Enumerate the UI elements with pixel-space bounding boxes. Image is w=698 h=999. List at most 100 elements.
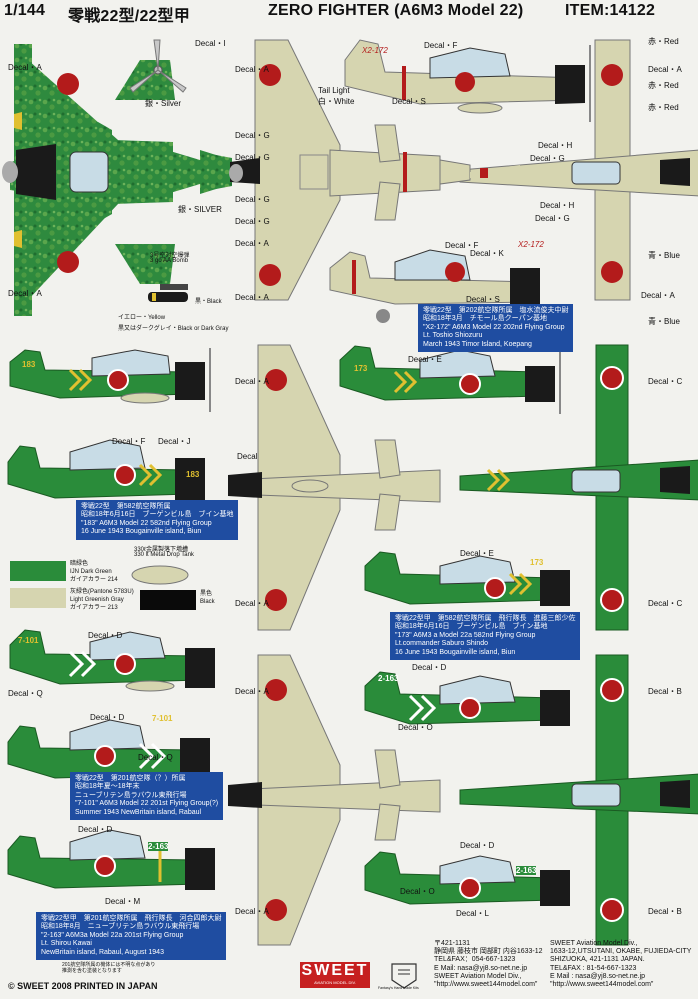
swatch-dark-green: [10, 561, 66, 581]
gray-bottom-view-1: [229, 39, 441, 301]
decal-label: Decal・A: [641, 291, 675, 300]
code-173b: 173: [530, 558, 544, 567]
brand-sub: AVIATION MODEL DIV.: [314, 980, 356, 985]
green-top-view-middle: [459, 344, 698, 631]
footer-line: 〒421-1131: [434, 940, 471, 947]
gray-bottom-view-2: [228, 344, 441, 631]
black-dkgray-callout: 黒又はダークグレイ・Black or Dark Gray: [118, 326, 229, 332]
item-number: ITEM:14122: [565, 2, 656, 19]
code-7101b: 7-101: [152, 714, 173, 723]
decal-label: Decal・A: [235, 687, 269, 696]
bomb-en: 3 go AA Bomb: [150, 258, 189, 264]
gray-side-view-lower: [329, 249, 540, 323]
decal-label: Decal・G: [235, 195, 270, 204]
info-line: Summer 1943 NewBritain island, Rabaul: [75, 808, 202, 816]
decal-label: Decal・J: [158, 437, 191, 446]
footer-line: 201航空隊所属の機体には不明な点があり: [62, 962, 156, 968]
green-side-view-173b: [364, 551, 570, 606]
yellow-callout: イエロー・Yellow: [118, 315, 166, 321]
decal-label: Decal・E: [408, 355, 442, 364]
red-callout: 赤・Red: [648, 81, 679, 90]
decal-label: Decal・B: [648, 687, 682, 696]
info-line: March 1943 Timor Island, Koepang: [423, 340, 532, 348]
drop-tank-en: 330 lt Metal Drop Tank: [134, 552, 194, 558]
code-x2172: X2-172: [362, 46, 388, 55]
info-line: 零戦22型甲 第582航空隊所属 飛行隊長 進藤三郎少佐: [395, 615, 576, 622]
swatch-line: 黒色: [200, 591, 213, 597]
footer-line: E Mail : nasa@yj8.so-net.ne.jp: [550, 972, 646, 980]
en-address: SWEET Aviation Model Div., 1633-12,UTSUT…: [550, 940, 691, 989]
gray-top-view-right: [439, 39, 698, 301]
title-en: ZERO FIGHTER (A6M3 Model 22): [268, 2, 524, 19]
footer-line: TEL&FAX：054-667-1323: [434, 956, 516, 964]
bomb-title: 3号空対空爆弾: [150, 253, 190, 259]
green-side-view-183: [9, 348, 211, 412]
decal-label: Decal・A: [235, 239, 269, 248]
decal-label: Decal・C: [648, 599, 683, 608]
info-line: 昭和18年3月 チモール島クーパン基地: [423, 315, 547, 323]
header: 1/144 零戦22型/22型甲 ZERO FIGHTER (A6M3 Mode…: [0, 0, 698, 25]
decal-label: Decal・G: [235, 131, 270, 140]
swatch-line: ガイアカラー 214: [70, 577, 118, 583]
info-line: "173" A6M3 a Model 22a 582nd Flying Grou…: [395, 631, 536, 639]
drop-tank-detail: [131, 565, 189, 585]
swatch-label-gray: 灰緑色(Pantone 5783U) Light Greenish Gray ガ…: [70, 588, 134, 612]
emblem-sub: Fantasy's Hand Made Kits: [378, 986, 419, 990]
jp-address: 〒421-1131 静岡県 藤枝市 岡部町 内谷1633-12 TEL&FAX：…: [434, 940, 543, 989]
bomb-detail: [148, 284, 188, 302]
decal-label: Decal・F: [424, 41, 458, 50]
info-line: Lt.commander Saburo Shindo: [395, 640, 488, 648]
code-183: 183: [22, 360, 36, 369]
info-box-7101: 零戦22型 第201航空隊（？）所属 昭和18年夏〜18年末 ニューブリテン島ラ…: [70, 772, 224, 821]
info-line: 零戦22型 第582航空隊所属: [81, 503, 171, 510]
footer-line: TEL&FAX : 81-54-667-1323: [550, 964, 637, 972]
swatch-black: [140, 590, 196, 610]
silver-callout: 銀・Silver: [145, 99, 182, 108]
green-side-view-2163c: [364, 851, 570, 906]
footer-line: 静岡県 藤枝市 岡部町 内谷1633-12: [434, 948, 543, 956]
decal-label: Decal・D: [412, 663, 447, 672]
info-box-183: 零戦22型 第582航空隊所属 昭和18年6月16日 ブーゲンビル島 ブイン基地…: [76, 500, 239, 540]
decal-label: Decal・I: [195, 39, 226, 48]
silver-callout-2: 銀・SILVER: [178, 205, 222, 214]
info-line: 零戦22型甲 第201航空隊所属 飛行隊長 河合四郎大尉: [41, 915, 222, 922]
info-line: 昭和18年6月16日 ブーゲンビル島 ブイン基地: [81, 511, 234, 519]
green-side-view-7101b: [7, 719, 210, 780]
info-line: NewBritain island, Rabaul, August 1943: [41, 948, 164, 956]
swatch-line: 灰緑色(Pantone 5783U): [70, 589, 134, 595]
decal-label: Decal・H: [538, 141, 573, 150]
decal-label: Decal・A: [235, 599, 269, 608]
green-side-view-2163: [364, 671, 570, 726]
decal-label: Decal・D: [460, 841, 495, 850]
info-line: 零戦22型 第202航空隊所属 塩水流俊夫中尉: [423, 307, 569, 314]
decal-label: Decal・A: [235, 65, 269, 74]
swatch-gray: [10, 588, 66, 608]
code-7101: 7-101: [18, 636, 39, 645]
scale-label: 1/144: [4, 2, 46, 19]
info-line: 昭和18年6月16日 ブーゲンビル島 ブイン基地: [395, 623, 548, 631]
swatch-label-dark-green: 暗緑色 IJN Dark Green ガイアカラー 214: [70, 560, 118, 584]
info-line: Lt. Shirou Kawai: [41, 940, 92, 948]
info-line: 16 June 1943 Bougainville island, Biun: [395, 648, 516, 656]
info-line: Lt. Toshio Shiozuru: [423, 332, 483, 340]
decal-label: Decal・A: [8, 289, 42, 298]
decal-label: Decal・A: [235, 377, 269, 386]
decal-label: Decal・G: [235, 217, 270, 226]
decal-label: Decal・G: [535, 214, 570, 223]
code-x2172b: X2-172: [518, 240, 544, 249]
code-2163: 2-163: [378, 674, 399, 683]
info-box-x2172: 零戦22型 第202航空隊所属 塩水流俊夫中尉 昭和18年3月 チモール島クーパ…: [418, 304, 574, 353]
emblem-icon: [391, 963, 417, 989]
propeller-detail: [129, 39, 187, 93]
gray-side-view-x2172: [344, 39, 591, 122]
footer-line: SHIZUOKA, 421-1131 JAPAN.: [550, 956, 645, 964]
decal-label: Decal・D: [90, 713, 125, 722]
red-callout: 赤・Red: [648, 37, 679, 46]
green-side-view-7101: [9, 629, 215, 692]
decal-label: Decal・A: [235, 907, 269, 916]
black-callout: 黒・Black: [195, 299, 222, 305]
decal-label: Decal・O: [400, 887, 435, 896]
decal-label: Decal・A: [648, 65, 682, 74]
decal-label: Decal・H: [540, 201, 575, 210]
footer-line: "http://www.sweet144model.com": [434, 981, 538, 989]
